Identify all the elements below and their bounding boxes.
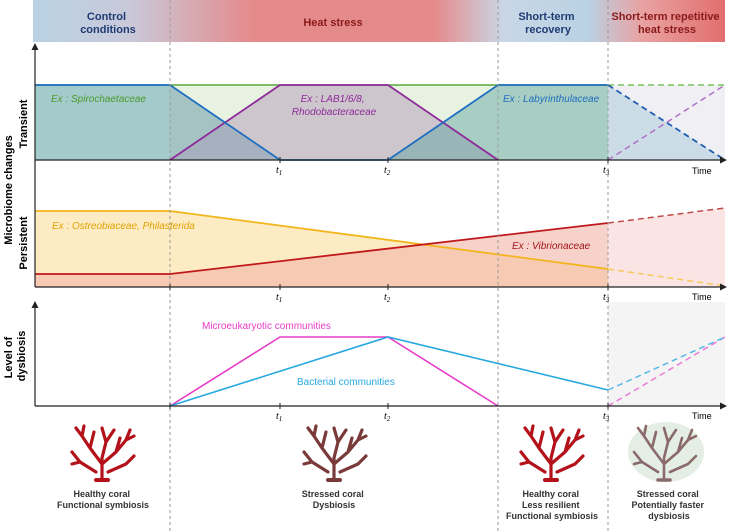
y-axes: Microbiome changes Transient Persistent … xyxy=(3,43,39,406)
time-label-dysbiosis: Time xyxy=(692,411,712,421)
coral-healthy-icon-1 xyxy=(70,424,136,482)
caption-stressed-2: Stressed coral Potentially faster dysbio… xyxy=(631,489,706,521)
persistent-panel: Ex : Ostreobiaceae, Philasterida Ex : Vi… xyxy=(35,207,727,291)
transient-panel: Ex : Spirochaetaceae Ex : LAB1/6/8, Rhod… xyxy=(35,84,727,164)
t3-label-dysbiosis: t3 xyxy=(603,411,610,423)
bacterial-dashed-line xyxy=(607,336,726,391)
labyrinthulaceae-label: Ex : Labyrinthulaceae xyxy=(503,94,600,105)
lab-label: Ex : LAB1/6/8, Rhodobacteraceae xyxy=(292,94,377,118)
caption-healthy-1: Healthy coral Functional symbiosis xyxy=(57,489,149,510)
t3-label-persistent: t3 xyxy=(603,292,610,304)
t2-label-transient: t2 xyxy=(384,165,391,177)
vibrionaceae-label: Ex : Vibrionaceae xyxy=(512,241,591,252)
time-label-transient: Time xyxy=(692,166,712,176)
phase-control-label: Control conditions xyxy=(80,11,136,36)
persistent-label: Persistent xyxy=(18,216,30,270)
t1-label-persistent: t1 xyxy=(276,292,282,304)
tick-marks xyxy=(169,157,609,409)
spirochaetaceae-label: Ex : Spirochaetaceae xyxy=(51,94,146,105)
phase-separators xyxy=(169,0,609,531)
microeukaryotic-label: Microeukaryotic communities xyxy=(202,321,331,332)
transient-x-arrow xyxy=(720,156,727,164)
persistent-x-arrow xyxy=(720,283,727,291)
phase-repetitive-label: Short-term repetitive heat stress xyxy=(611,11,722,36)
captions: Healthy coral Functional symbiosis Stres… xyxy=(57,489,706,521)
microeukaryotic-line xyxy=(169,336,499,407)
dysbiosis-x-arrow xyxy=(720,402,727,410)
transient-label: Transient xyxy=(18,99,30,148)
coral-stressed-icon-2 xyxy=(628,422,704,482)
vibrionaceae-area xyxy=(35,223,608,287)
t2-label-dysbiosis: t2 xyxy=(384,411,391,423)
t3-label-transient: t3 xyxy=(603,165,610,177)
microbiome-changes-label: Microbiome changes xyxy=(3,135,15,244)
caption-healthy-2: Healthy coral Less resilient Functional … xyxy=(506,489,598,521)
microbiome-y-arrow xyxy=(31,43,39,50)
phase-recovery-label: Short-term recovery xyxy=(518,11,577,36)
blue-dashed-line xyxy=(607,84,726,161)
ostreobiaceae-label: Ex : Ostreobiaceae, Philasterida xyxy=(52,221,195,232)
caption-stressed-1: Stressed coral Dysbiosis xyxy=(302,489,367,510)
red-line xyxy=(35,222,609,275)
phase-header: Control conditions Heat stress Short-ter… xyxy=(33,0,725,42)
coral-healthy-icon-2 xyxy=(519,424,585,482)
t1-label-transient: t1 xyxy=(276,165,282,177)
bacterial-line xyxy=(169,336,609,407)
time-label-persistent: Time xyxy=(692,292,712,302)
microeukaryotic-dashed-line xyxy=(607,336,726,407)
bacterial-label: Bacterial communities xyxy=(297,377,395,388)
coral-stressed-icon-1 xyxy=(302,424,368,482)
purple-dashed-line xyxy=(607,84,726,161)
dysbiosis-repeat-area xyxy=(608,302,725,406)
tick-labels: t1 t2 t3 Time t1 t2 t3 Time t1 t2 t3 Tim… xyxy=(276,165,712,423)
phase-heat-stress-label: Heat stress xyxy=(303,17,362,29)
t2-label-persistent: t2 xyxy=(384,292,391,304)
persistent-repeat-area xyxy=(608,208,725,287)
dysbiosis-y-arrow xyxy=(31,301,39,308)
level-of-dysbiosis-label: Level of dysbiosis xyxy=(3,331,28,382)
t1-label-dysbiosis: t1 xyxy=(276,411,282,423)
dysbiosis-panel: Microeukaryotic communities Bacterial co… xyxy=(35,302,727,410)
